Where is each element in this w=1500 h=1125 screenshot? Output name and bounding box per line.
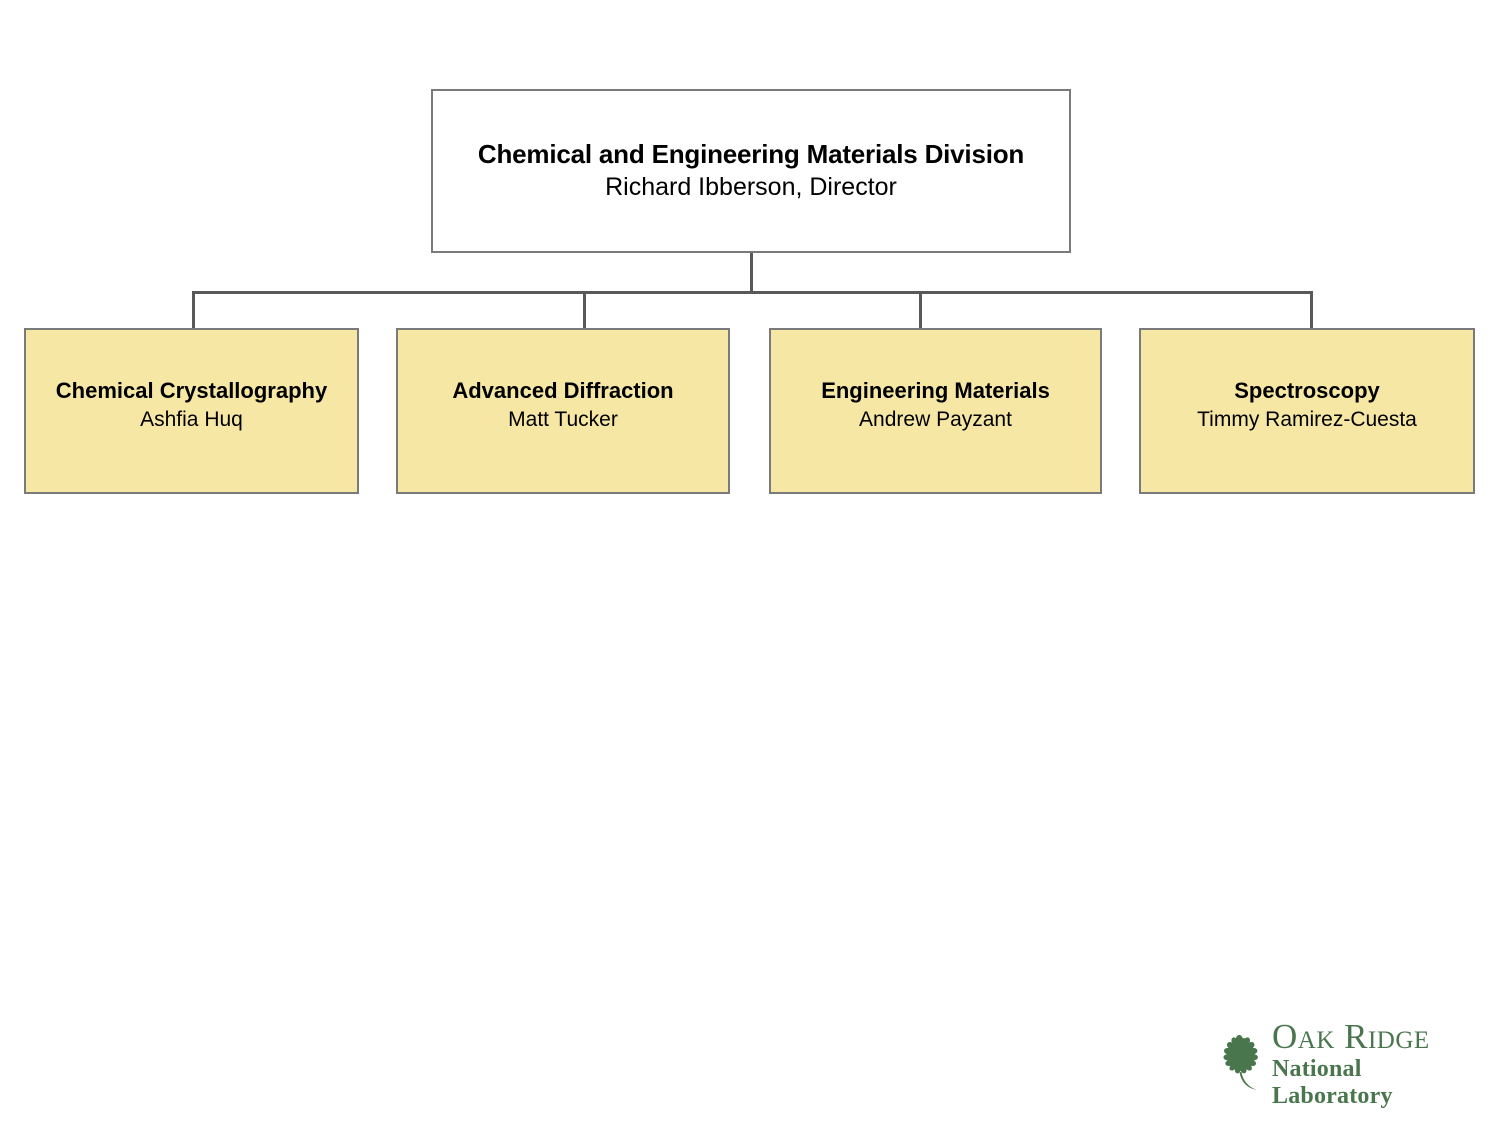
oak-leaf-icon: [1216, 1034, 1268, 1094]
connector-drop-chemical-crystallography: [192, 291, 195, 329]
org-node-person: Ashfia Huq: [140, 408, 243, 432]
ornl-secondary-text: National Laboratory: [1272, 1056, 1393, 1109]
connector-drop-engineering-materials: [919, 291, 922, 329]
org-node-root[interactable]: Chemical and Engineering Materials Divis…: [431, 89, 1071, 253]
org-node-person: Andrew Payzant: [859, 408, 1012, 432]
ornl-wordmark: Oak Ridge National Laboratory: [1272, 1019, 1476, 1109]
connector-drop-advanced-diffraction: [583, 291, 586, 329]
org-node-title: Engineering Materials: [821, 378, 1050, 403]
ornl-logo: Oak Ridge National Laboratory: [1216, 1019, 1476, 1109]
org-node-root-title: Chemical and Engineering Materials Divis…: [477, 138, 1025, 169]
org-node-advanced-diffraction[interactable]: Advanced Diffraction Matt Tucker: [396, 328, 730, 494]
org-node-title: Spectroscopy: [1234, 378, 1380, 403]
org-node-person: Timmy Ramirez-Cuesta: [1197, 408, 1417, 432]
org-node-person: Matt Tucker: [508, 408, 618, 432]
org-node-root-person: Richard Ibberson, Director: [605, 173, 897, 202]
org-node-spectroscopy[interactable]: Spectroscopy Timmy Ramirez-Cuesta: [1139, 328, 1475, 494]
org-node-title: Chemical Crystallography: [55, 378, 328, 403]
ornl-primary-text: Oak Ridge: [1272, 1016, 1430, 1056]
connector-root-stem: [750, 253, 753, 293]
connector-horizontal-bus: [192, 291, 1313, 294]
connector-drop-spectroscopy: [1310, 291, 1313, 329]
org-node-engineering-materials[interactable]: Engineering Materials Andrew Payzant: [769, 328, 1102, 494]
org-node-chemical-crystallography[interactable]: Chemical Crystallography Ashfia Huq: [24, 328, 359, 494]
org-node-title: Advanced Diffraction: [452, 378, 674, 403]
